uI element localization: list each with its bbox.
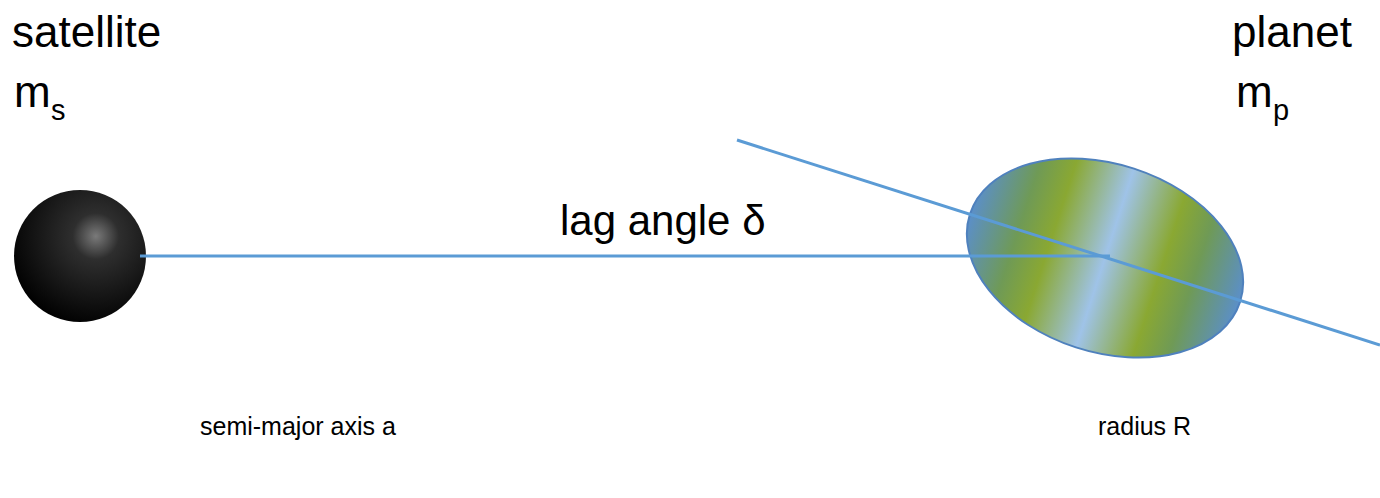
- mass-subscript: p: [1273, 96, 1289, 125]
- dimension-label: semi-major axis a: [200, 414, 396, 439]
- bulge-axis-line: [737, 140, 1380, 345]
- satellite-body: [14, 190, 146, 322]
- body-label: planet: [1232, 10, 1352, 54]
- angle-label: lag angle δ: [560, 200, 766, 242]
- orbit-line: [140, 255, 1110, 258]
- mass-symbol: m: [14, 70, 51, 114]
- body-label: satellite: [12, 10, 161, 54]
- mass-subscript: s: [51, 96, 66, 125]
- mass-symbol: m: [1236, 70, 1273, 114]
- dimension-label: radius R: [1098, 414, 1191, 439]
